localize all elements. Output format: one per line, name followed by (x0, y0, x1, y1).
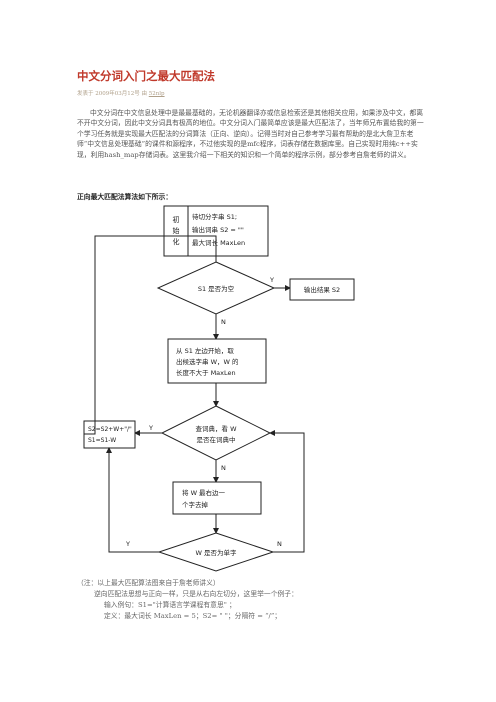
remove-line-2: 个字去掉 (182, 500, 209, 509)
decision-w-in-dict (160, 405, 272, 461)
init-line-2: 输出词串 S2 = "" (192, 225, 244, 234)
article-title: 中文分词入门之最大匹配法 (77, 69, 215, 83)
init-label-1: 初 (173, 215, 180, 224)
yes-label-2: Y (148, 424, 153, 432)
no-label-1: N (221, 318, 226, 326)
take-line-1: 从 S1 左边开始，取 (176, 346, 234, 355)
decision3-text: W 是否为单字 (196, 548, 237, 557)
post-meta: 发表于 2009年03月12号 由 52nlp (77, 89, 165, 97)
decision-w-single (157, 532, 275, 572)
decision2-line-2: 是否在词典中 (197, 435, 236, 444)
output-text: 输出结果 S2 (304, 285, 340, 294)
yes-label-3: Y (125, 540, 130, 548)
take-w-box (167, 338, 267, 384)
note-source: （注：以上最大匹配算法图来自于詹老师讲义） (77, 579, 220, 587)
remove-line-1: 将 W 最右边一 (182, 488, 226, 497)
author-link[interactable]: 52nlp (148, 91, 165, 97)
update-line-2: S1=S1-W (88, 437, 116, 444)
init-line-1: 待切分字串 S1; (192, 212, 237, 221)
decision2-line-1: 查词典，看 W (196, 424, 238, 433)
yes-label-1: Y (269, 276, 274, 284)
intro-paragraph: 中文分词在中文信息处理中是最最基础的，无论机器翻译亦或信息检索还是其他相关应用，… (77, 109, 424, 159)
init-line-3: 最大词长 MaxLen (192, 238, 245, 247)
remove-char-box (172, 481, 262, 515)
decision1-text: S1 是否为空 (198, 284, 235, 293)
update-line-1: S2=S2+W+"/" (88, 426, 132, 433)
note-reverse: 逆向匹配法思想与正向一样，只是从右向左切分，这里举一个例子： (94, 590, 298, 598)
init-label-2: 始 (173, 226, 180, 235)
take-line-3: 长度不大于 MaxLen (176, 368, 236, 377)
output-box (289, 278, 355, 301)
init-label-3: 化 (173, 237, 180, 246)
section-heading: 正向最大匹配法算法如下所示： (77, 193, 173, 201)
post-meta-prefix: 发表于 2009年03月12号 由 (77, 91, 149, 97)
note-example-input: 输入例句：S1="计算语言学课程有意思" ； (104, 601, 236, 609)
no-label-3: N (277, 540, 282, 548)
notes-block: （注：以上最大匹配算法图来自于詹老师讲义） 逆向匹配法思想与正向一样，只是从右向… (77, 578, 427, 622)
take-line-2: 出候选字串 W，W 的 (176, 357, 239, 366)
note-example-def: 定义：最大词长 MaxLen = 5；S2= " "；分隔符 = “/”； (104, 612, 282, 620)
no-label-2: N (221, 464, 226, 472)
